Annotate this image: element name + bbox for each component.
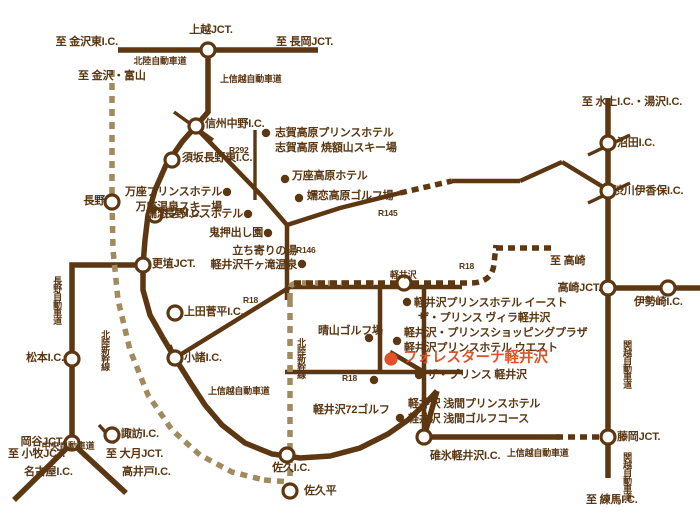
label-karuizawa-prince-west: 軽井沢プリンスホテル ウエスト [404, 342, 558, 354]
joshinetsu-expressway-line [140, 50, 440, 461]
label-prince-villa: ザ・プリンス ヴィラ軽井沢 [418, 312, 551, 324]
label-matsumoto-ic: 松本I.C. [26, 352, 64, 364]
label-hokuriku-shinkansen-1: 北陸新幹線 [100, 330, 111, 370]
label-shinshu-nakano: 信州中野I.C. [205, 118, 265, 130]
label-numata-ic: 沼田I.C. [617, 137, 655, 149]
r18-ueda-komoro-line [173, 284, 462, 360]
label-the-prince-karuizawa: ザ・プリンス 軽井沢 [427, 369, 527, 381]
label-shibukawa-ikaho: 渋川伊香保I.C. [613, 185, 684, 197]
label-r145: R145 [378, 208, 398, 218]
label-manza-kogen-hotel: 万座高原ホテル [292, 170, 368, 182]
label-kanazawa-toyama: 至 金沢・富山 [78, 70, 146, 82]
label-r18-c: R18 [342, 373, 357, 383]
label-kanetsu-expwy-2: 関越自動車道 [622, 452, 633, 500]
label-minakami-yuzawa: 至 水上I.C.・湯沢I.C. [581, 96, 683, 108]
label-karuizawa-prince-east: 軽井沢プリンスホテル イースト [414, 297, 568, 309]
label-suzaka-nagano-higashi: 須坂長野東I.C. [182, 152, 253, 164]
label-nagano-station: 長野 [83, 195, 105, 207]
label-sakudaira: 佐久平 [304, 485, 337, 497]
label-senganotaki-onsen: 軽井沢千ヶ滝温泉 [210, 259, 298, 271]
label-manza-onsen-ski: 万座温泉スキー場 [135, 201, 223, 213]
label-saku-ic: 佐久I.C. [272, 462, 310, 474]
label-komoro-ic: 小諸I.C. [184, 352, 222, 364]
label-nagano-ic: 長野I.C. [164, 208, 202, 220]
poi-markers [222, 128, 424, 423]
label-tachiyori-yu: 立ち寄りの湯 [232, 245, 297, 257]
label-nagoya-ic: 名古屋I.C. [24, 466, 73, 478]
label-karuizawa-station: 軽井沢 [390, 270, 417, 280]
label-shopping-plaza: 軽井沢・プリンスショッピングプラザ [404, 327, 588, 339]
label-fujioka-jct: 藤岡JCT. [617, 431, 661, 443]
label-joshinetsu-expwy-3: 上信越自動車道 [507, 448, 569, 458]
foresterna-marker [384, 352, 398, 366]
label-manza-prince: 万座プリンスホテル [125, 186, 222, 198]
label-to-komaki-jct: 至 小牧JCT. [8, 448, 66, 460]
label-usui-karuizawa: 碓氷軽井沢I.C. [430, 450, 501, 462]
karuizawa-shinkansen-segment [294, 244, 556, 286]
label-ueda-sugadaira: 上田菅平I.C. [184, 306, 244, 318]
hokuriku-shinkansen-line [109, 70, 380, 485]
label-nagaoka-jct: 至 長岡JCT. [276, 36, 334, 48]
label-chuo-expwy: 中央自動車道 [41, 441, 95, 451]
label-hokuriku-shinkansen-2: 北陸新幹線 [296, 338, 307, 378]
label-takasaki-jct: 高崎JCT. [557, 282, 602, 294]
label-foresterna-karuizawa: フォレスターナ軽井沢 [403, 350, 548, 366]
label-suwa-ic: 諏訪I.C. [121, 428, 159, 440]
label-joshinetsu-expwy-2: 上信越自動車道 [208, 386, 270, 396]
label-to-nerima-ic: 至 練馬I.C. [586, 494, 638, 506]
label-takaido-ic: 高井戸I.C. [122, 466, 171, 478]
label-asama-prince: 軽井沢 浅間プリンスホテル [408, 398, 541, 410]
label-kanazawa-higashi: 至 金沢東I.C. [55, 36, 119, 48]
label-joshinetsu-expwy: 上信越自動車道 [220, 74, 282, 84]
label-to-takasaki: 至 高崎 [550, 255, 586, 267]
label-tsumagoi-golf: 嬬恋高原ゴルフ場 [307, 190, 394, 202]
karuizawa-local-roads [284, 287, 462, 437]
label-shiga-yakebitai: 志賀高原 焼額山スキー場 [275, 142, 397, 154]
r292-line [198, 130, 290, 288]
label-to-otsuki-jct: 至 大月JCT. [106, 448, 164, 460]
label-r146: R146 [296, 245, 316, 255]
label-okaya-jct: 岡谷JCT. [20, 436, 65, 448]
label-hokuriku-expwy: 北陸自動車道 [133, 56, 187, 66]
label-asama-golf: 軽井沢 浅間ゴルフコース [408, 413, 530, 425]
label-onioshidashi: 鬼押出し園 [209, 227, 263, 239]
label-hareyama-golf: 晴山ゴルフ場 [318, 325, 383, 337]
label-tsumagoi-prince: 嬬恋プリンスホテル [146, 208, 243, 220]
label-kanetsu-expwy-1: 関越自動車道 [622, 340, 633, 388]
nagano-expressway-line [69, 262, 143, 443]
r145-line [286, 159, 610, 228]
label-r18-b: R18 [459, 261, 474, 271]
label-joetsu-jct: 上越JCT. [189, 24, 233, 36]
label-nagano-expwy: 長野自動車道 [52, 276, 63, 324]
label-isesaki-ic: 伊勢崎I.C. [634, 296, 683, 308]
label-r292: R292 [229, 145, 249, 155]
label-shiga-prince: 志賀高原プリンスホテル [275, 127, 394, 139]
junction-markers [63, 41, 677, 500]
label-r18-a: R18 [243, 295, 258, 305]
label-koshoku-jct: 更埴JCT. [152, 258, 196, 270]
label-karuizawa72: 軽井沢72ゴルフ [313, 404, 390, 416]
